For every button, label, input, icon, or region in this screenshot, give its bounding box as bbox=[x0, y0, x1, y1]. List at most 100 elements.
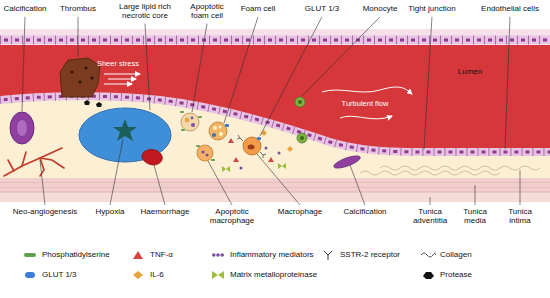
legend-text: Inflammatory mediators bbox=[230, 251, 314, 260]
macrophage bbox=[243, 137, 261, 155]
label-text: Tunica media bbox=[457, 208, 493, 226]
tnf-alpha bbox=[228, 138, 234, 143]
sstr2-receptor bbox=[237, 135, 243, 141]
leader-line bbox=[302, 17, 380, 96]
legend-item: TNF-α bbox=[130, 250, 173, 260]
matrix-metalloproteinase bbox=[222, 166, 230, 172]
phosphatidylserine bbox=[211, 159, 215, 161]
lipid-droplet bbox=[219, 126, 222, 129]
label-text: Tunica intima bbox=[502, 208, 538, 226]
legend-item: Inflammatory mediators bbox=[210, 250, 314, 260]
label-text: Endothelial cells bbox=[481, 5, 539, 14]
legend-text: Matrix metalloproteinase bbox=[230, 271, 317, 280]
legend-swatch-box bbox=[420, 270, 436, 280]
tunica-media bbox=[0, 178, 550, 192]
label-text: Large lipid rich necrotic core bbox=[112, 3, 178, 21]
leader-line bbox=[224, 17, 258, 123]
lipid-droplet bbox=[219, 132, 223, 136]
collagen-fibre bbox=[380, 166, 540, 170]
platelet bbox=[79, 81, 82, 84]
label-text: Lumen bbox=[458, 68, 482, 77]
phosphatidylserine bbox=[196, 145, 200, 147]
nucleus-fragment bbox=[191, 123, 195, 127]
media-stripe bbox=[0, 187, 550, 188]
legend-swatch-box bbox=[130, 270, 146, 280]
label-text: Neo-angiogenesis bbox=[13, 208, 78, 217]
label-text: Foam cell bbox=[241, 5, 276, 14]
legend-swatch bbox=[133, 251, 143, 259]
tnf-alpha bbox=[233, 157, 239, 162]
vessel bbox=[40, 158, 64, 168]
leader-line bbox=[154, 165, 165, 205]
leader-line bbox=[110, 139, 123, 205]
vessel bbox=[8, 160, 14, 171]
il-6 bbox=[287, 146, 293, 152]
label-text: Tunica adventitia bbox=[409, 208, 451, 226]
leader-line bbox=[77, 17, 78, 57]
legend-item: Matrix metalloproteinase bbox=[210, 270, 317, 280]
platelet bbox=[85, 67, 88, 70]
nucleus bbox=[248, 145, 255, 150]
label-text: Sheer stress bbox=[97, 60, 139, 68]
foam-cell bbox=[209, 122, 227, 140]
leader-line bbox=[424, 17, 432, 149]
flow-arrow bbox=[104, 74, 140, 75]
apoptotic-macrophage bbox=[197, 145, 213, 161]
legend-item: GLUT 1/3 bbox=[22, 270, 77, 280]
nucleus bbox=[300, 136, 304, 140]
leader-line bbox=[260, 17, 322, 136]
nucleus bbox=[298, 100, 302, 104]
inflammatory-mediator bbox=[240, 167, 243, 170]
legend-swatch bbox=[212, 271, 224, 279]
outer-tissue bbox=[0, 29, 550, 36]
turbulence-arrow bbox=[340, 116, 392, 119]
nucleus-fragment bbox=[201, 150, 204, 153]
tunica-adventitia bbox=[0, 192, 550, 202]
legend-swatch bbox=[133, 271, 143, 279]
label-text: GLUT 1/3 bbox=[305, 5, 340, 14]
leader-lines bbox=[22, 17, 520, 205]
legend-swatch bbox=[423, 272, 434, 279]
matrix-metalloproteinase bbox=[278, 163, 286, 169]
legend-swatch bbox=[25, 272, 35, 278]
legend-swatch bbox=[24, 253, 36, 257]
legend-item: Phosphatidylserine bbox=[22, 250, 110, 260]
legend-item: Collagen bbox=[420, 250, 472, 260]
phosphatidylserine bbox=[181, 129, 185, 131]
legend-swatch bbox=[421, 253, 436, 257]
hypoxia-symbol bbox=[113, 119, 137, 141]
legend-swatch-box bbox=[22, 250, 38, 260]
platelet bbox=[71, 71, 74, 74]
protease bbox=[84, 100, 90, 105]
haemorrhage bbox=[142, 149, 162, 165]
leader-line bbox=[257, 154, 300, 205]
legend-text: Collagen bbox=[440, 251, 472, 260]
calcification-core bbox=[17, 120, 27, 136]
phosphatidylserine bbox=[180, 111, 184, 113]
label-text: Apoptotic foam cell bbox=[184, 3, 230, 21]
nucleus-fragment bbox=[205, 153, 208, 156]
calcification bbox=[10, 112, 34, 144]
leader-line bbox=[505, 17, 510, 149]
tnf-alpha bbox=[268, 157, 274, 162]
glut-transporter bbox=[257, 137, 261, 140]
media-stripe bbox=[0, 182, 550, 183]
calcification bbox=[332, 153, 361, 170]
collagen-fibre bbox=[360, 171, 500, 175]
il-6 bbox=[261, 130, 267, 136]
flow-arrow bbox=[104, 84, 132, 85]
glut-transporter bbox=[225, 124, 229, 127]
turbulence-arrow bbox=[322, 87, 412, 94]
legend-text: GLUT 1/3 bbox=[42, 271, 77, 280]
platelet bbox=[91, 77, 94, 80]
cell-nucleus bbox=[0, 39, 550, 42]
label-text: Tight junction bbox=[408, 5, 455, 14]
label-text: Monocyte bbox=[363, 5, 398, 14]
label-text: Calcification bbox=[343, 208, 386, 217]
legend-text: TNF-α bbox=[150, 251, 173, 260]
phosphatidylserine bbox=[198, 116, 202, 118]
sstr2-receptor bbox=[260, 152, 266, 158]
legend-swatch-box bbox=[22, 270, 38, 280]
lipid-droplet bbox=[213, 126, 217, 130]
legend-item: SSTR-2 receptor bbox=[320, 250, 400, 260]
